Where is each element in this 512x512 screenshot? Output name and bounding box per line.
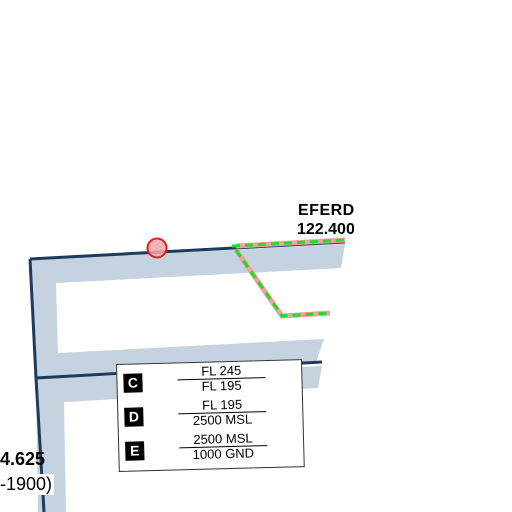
class-badge: D [124,407,144,427]
side-frequency-label: 4.625 [0,449,46,469]
waypoint-marker-icon[interactable] [146,237,168,259]
airspace-row-d: D FL 195 2500 MSL [118,394,303,433]
class-badge: C [123,373,143,393]
airspace-row-e: E 2500 MSL 1000 GND [119,428,304,467]
lower-limit: 1000 GND [192,445,255,463]
lower-limit: 2500 MSL [192,411,253,429]
sector-name: EFERDI [298,202,354,219]
lower-limit: FL 195 [201,377,242,394]
side-hours-label: -1900) [0,474,56,495]
airspace-class-table: C FL 245 FL 195 D FL 195 2500 MSL E 2500… [116,359,305,472]
airspace-row-c: C FL 245 FL 195 [117,360,302,399]
class-badge: E [125,441,145,461]
sector-label: EFERDI 122.400 [290,200,354,244]
highlight-route[interactable] [231,238,346,318]
sector-frequency: 122.400 [297,221,354,238]
